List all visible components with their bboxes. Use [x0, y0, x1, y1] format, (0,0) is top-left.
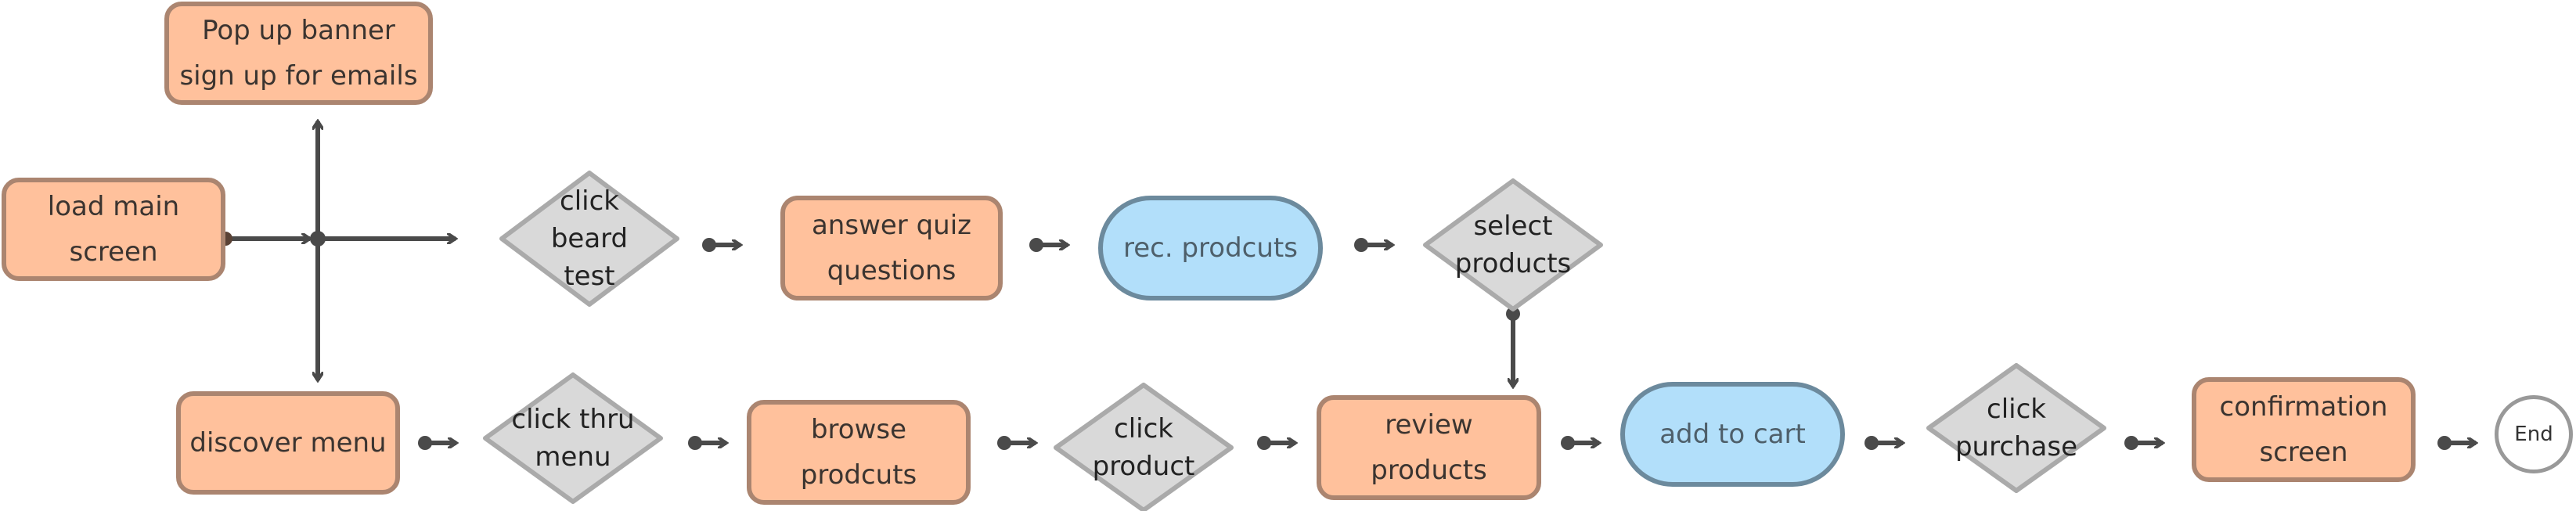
connector-quiz-to-rec	[1029, 238, 1068, 252]
node-browse-products[interactable]: browse prodcuts	[747, 400, 971, 505]
connector-purchase-to-confirmation	[2124, 436, 2163, 450]
node-rec-products[interactable]: rec. prodcuts	[1098, 196, 1323, 300]
decision-click-beard-test-label: click beard test	[550, 185, 629, 292]
node-discover-menu[interactable]: discover menu	[176, 391, 400, 495]
decision-click-thru-menu-shape[interactable]	[483, 372, 663, 504]
decision-select-products-label: select products	[1454, 211, 1572, 279]
connector-beard-to-quiz	[702, 238, 740, 252]
decision-click-purchase-label: click purchase	[1955, 394, 2078, 462]
decision-click-thru-menu-label: click thru menu	[511, 404, 635, 473]
decision-click-beard-test-shape[interactable]	[499, 171, 679, 307]
decision-click-product-label: click product	[1092, 413, 1195, 482]
decision-click-purchase-shape[interactable]	[1926, 363, 2106, 493]
decision-select-products-shape[interactable]	[1423, 178, 1603, 311]
decision-click-product-shape[interactable]	[1054, 383, 1234, 511]
connector-discover-to-thru	[418, 436, 456, 450]
node-review-products[interactable]: review products	[1317, 395, 1541, 500]
connector-cart-to-purchase	[1864, 436, 1903, 450]
connector-rec-to-select	[1354, 238, 1392, 252]
node-end[interactable]: End	[2495, 395, 2573, 473]
node-popup-banner[interactable]: Pop up banner sign up for emails	[164, 2, 433, 105]
connector-thru-to-browse	[688, 436, 726, 450]
node-confirmation-screen[interactable]: confirmation screen	[2192, 377, 2416, 482]
node-add-to-cart[interactable]: add to cart	[1620, 382, 1845, 487]
node-load-main-screen[interactable]: load main screen	[2, 178, 225, 281]
connector-clickproduct-to-review	[1257, 436, 1295, 450]
connector-review-to-cart	[1561, 436, 1599, 450]
connector-select-to-review	[1506, 307, 1520, 387]
connector-confirmation-to-end	[2437, 436, 2476, 450]
node-answer-quiz[interactable]: answer quiz questions	[780, 196, 1003, 300]
connector-browse-to-clickproduct	[997, 436, 1036, 450]
